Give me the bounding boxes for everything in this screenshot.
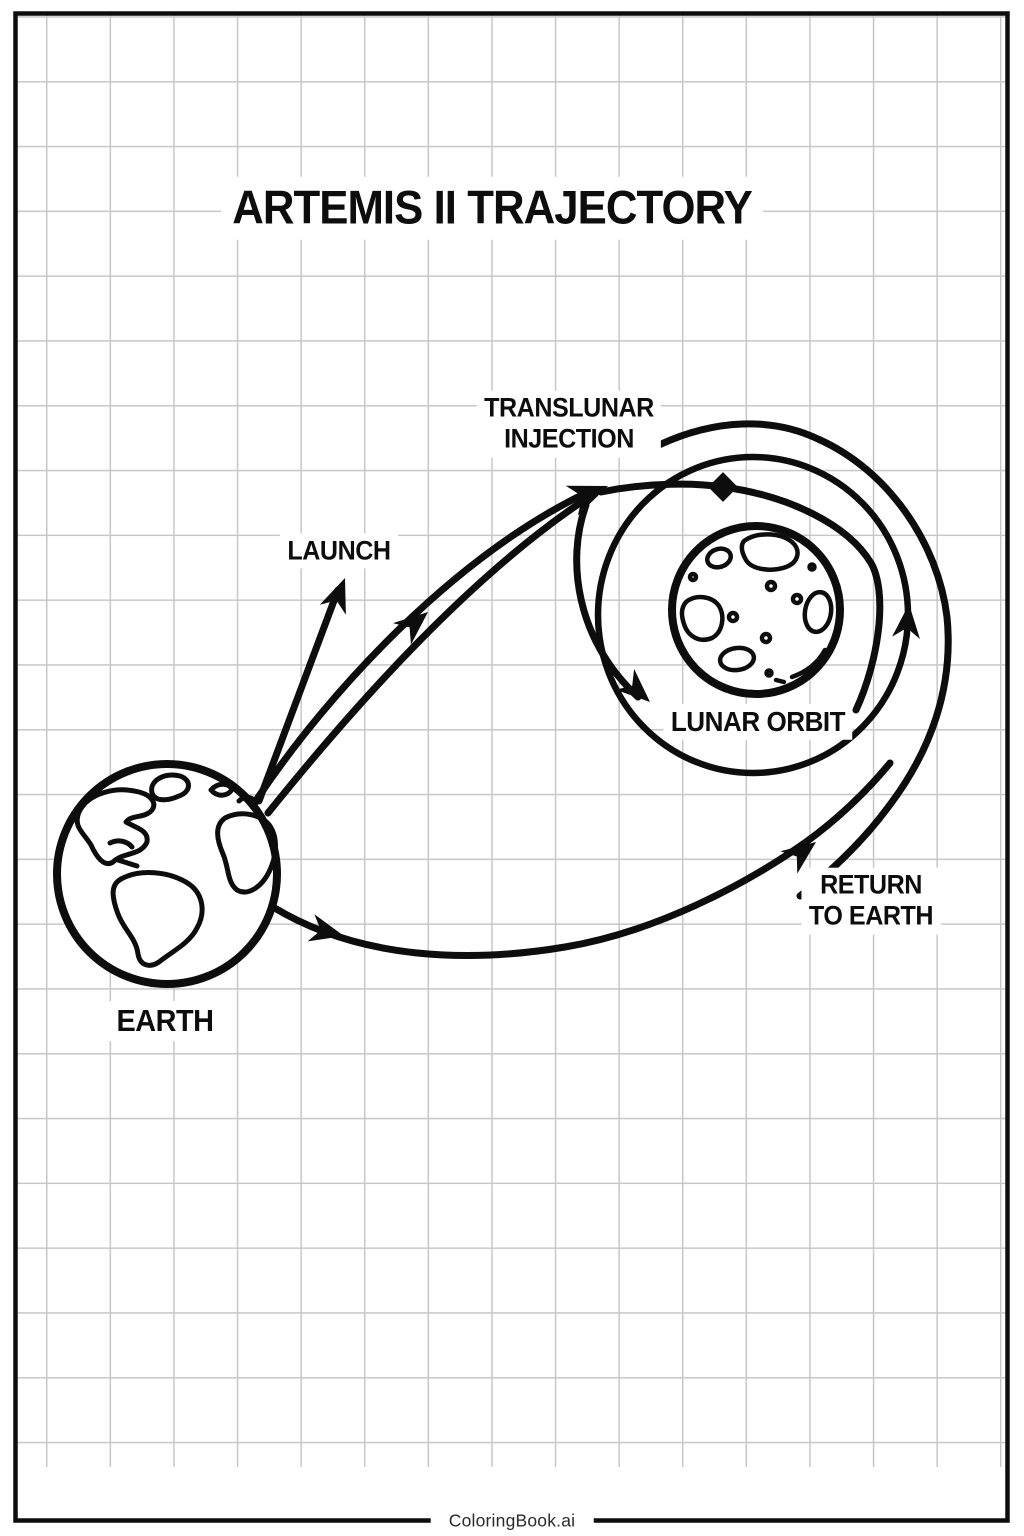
return-arrowhead [780, 842, 816, 874]
label-return-to-earth: RETURN TO EARTH [801, 867, 941, 935]
outbound-lower-curve [264, 491, 596, 817]
tli-line [597, 480, 884, 714]
page-title: ARTEMIS II TRAJECTORY [221, 176, 763, 240]
footer-brand: ColoringBook.ai [430, 1507, 594, 1535]
outer-loop-path [655, 420, 952, 900]
label-return-line1: RETURN [820, 869, 922, 900]
outbound-upper-curve [253, 487, 594, 803]
label-translunar-line1: TRANSLUNAR [484, 392, 654, 423]
label-return-line2: TO EARTH [808, 901, 934, 931]
launch-line [255, 586, 342, 805]
return-trajectory-path [269, 759, 894, 960]
label-translunar-line2: INJECTION [504, 424, 634, 454]
outbound-mid-arrowhead [392, 612, 428, 645]
return-start-arrowhead [307, 914, 344, 942]
label-earth: EARTH [109, 1001, 221, 1041]
orbit-direction-arrowhead [892, 604, 920, 640]
label-lunar-orbit: LUNAR ORBIT [663, 703, 853, 741]
launch-arrowhead [319, 578, 346, 615]
lunar-arrival-arc [573, 501, 642, 701]
label-translunar-injection: TRANSLUNAR INJECTION [476, 390, 662, 458]
tli-arrowhead [565, 485, 608, 516]
earth-icon [53, 760, 281, 988]
moon-icon [668, 522, 844, 698]
lunar-arrival-arrowhead [615, 668, 650, 702]
label-launch: LAUNCH [279, 533, 399, 569]
